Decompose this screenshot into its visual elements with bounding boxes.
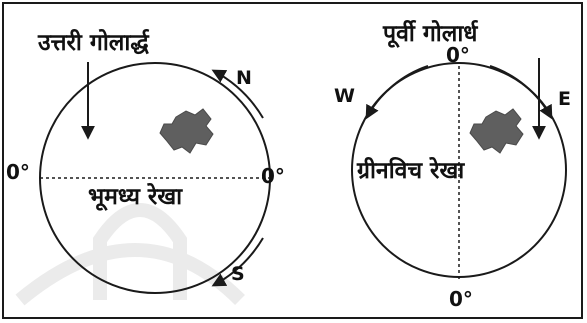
meridian-degree-bottom: 0°	[449, 287, 473, 311]
north-label: N	[236, 67, 252, 89]
north-arrow	[211, 69, 264, 119]
west-arrow	[365, 65, 429, 120]
south-label: S	[231, 263, 245, 285]
east-label: E	[558, 88, 571, 110]
equator-label: भूमध्य रेखा	[88, 184, 183, 210]
equator-degree-left: 0°	[6, 160, 30, 184]
northern-hemisphere-globe	[39, 62, 271, 294]
greenwich-label: ग्रीनविच रेखा	[357, 158, 465, 184]
rajasthan-map-icon	[159, 108, 214, 154]
south-arrow	[211, 237, 264, 287]
west-label: W	[334, 85, 355, 107]
eastern-hemisphere-title: पूर्वी गोलार्ध	[383, 21, 478, 47]
east-arrow	[489, 65, 553, 120]
northern-hemisphere-title: उत्तरी गोलार्द्ध	[38, 30, 149, 56]
eastern-hemisphere-globe	[351, 58, 567, 282]
equator-degree-right: 0°	[261, 164, 285, 188]
rajasthan-map-icon	[469, 108, 524, 154]
figure-frame	[2, 2, 583, 319]
meridian-degree-top: 0°	[446, 43, 470, 67]
watermark	[15, 203, 245, 306]
